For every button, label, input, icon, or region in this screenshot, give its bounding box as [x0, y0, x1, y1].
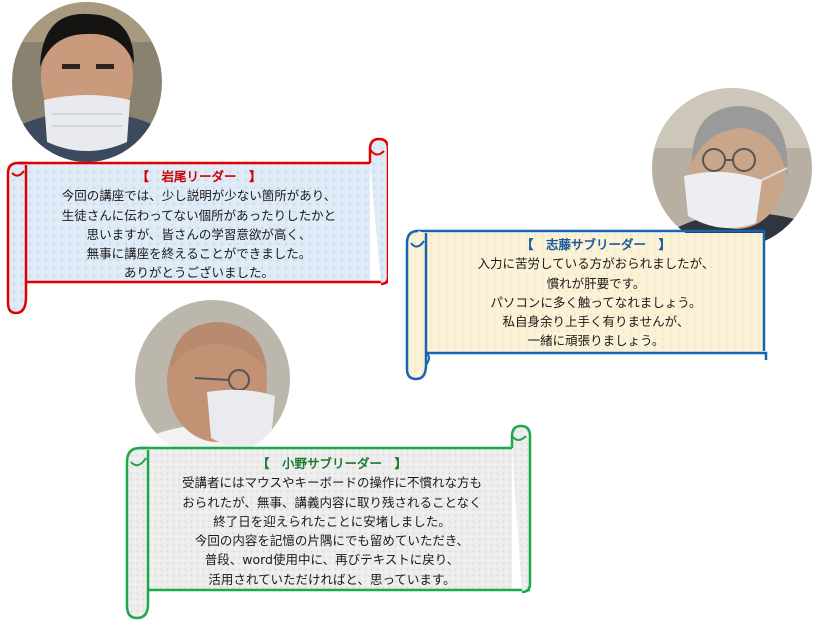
comment-text-shito: 【 志藤サブリーダー 】 入力に苦労している方がおられましたが、 慣れが肝要です…	[432, 235, 760, 351]
comment-scroll-shito: 【 志藤サブリーダー 】 入力に苦労している方がおられましたが、 慣れが肝要です…	[404, 225, 768, 382]
comment-text-iwao: 【 岩尾リーダー 】 今回の講座では、少し説明が少ない箇所があり、 生徒さんに伝…	[32, 167, 366, 283]
comment-line: 受講者にはマウスやキーボードの操作に不慣れな方も	[181, 475, 482, 491]
comment-line: 思いますが、皆さんの学習意欲が高く、	[86, 226, 312, 242]
avatar-shito	[652, 88, 812, 248]
comment-title-iwao: 【 岩尾リーダー 】	[136, 169, 262, 184]
comment-line: 普段、word使用中に、再びテキストに戻り、	[204, 552, 460, 568]
comment-text-ono: 【 小野サブリーダー 】 受講者にはマウスやキーボードの操作に不慣れな方も おら…	[154, 454, 510, 589]
comment-line: 無事に講座を終えることができました。	[86, 246, 312, 262]
comment-line: 慣れが肝要です。	[546, 275, 646, 291]
comment-title-ono: 【 小野サブリーダー 】	[256, 456, 407, 471]
comment-line: 生徒さんに伝わってない個所があったりしたかと	[61, 207, 337, 223]
comment-line: 入力に苦労している方がおられましたが、	[477, 256, 715, 272]
comment-line: おられたが、無事、講義内容に取り残されることなく	[182, 494, 482, 510]
comment-line: 今回の講座では、少し説明が少ない箇所があり、	[61, 188, 337, 204]
comment-line: 終了日を迎えられたことに安堵しました。	[213, 513, 451, 529]
comment-scroll-iwao: 【 岩尾リーダー 】 今回の講座では、少し説明が少ない箇所があり、 生徒さんに伝…	[4, 137, 388, 317]
comment-line: 活用されていただければと、思っています。	[208, 571, 456, 587]
comment-line: 一緒に頑張りましょう。	[527, 333, 665, 349]
comment-title-shito: 【 志藤サブリーダー 】	[520, 237, 671, 252]
comment-line: 私自身余り上手く有りませんが、	[502, 314, 690, 330]
comment-line: 今回の内容を記憶の片隅にでも留めていただき、	[194, 533, 470, 549]
comment-scroll-ono: 【 小野サブリーダー 】 受講者にはマウスやキーボードの操作に不慣れな方も おら…	[124, 424, 532, 620]
comment-line: パソコンに多く触ってなれましょう。	[490, 294, 702, 310]
comment-line: ありがとうございました。	[123, 265, 274, 281]
